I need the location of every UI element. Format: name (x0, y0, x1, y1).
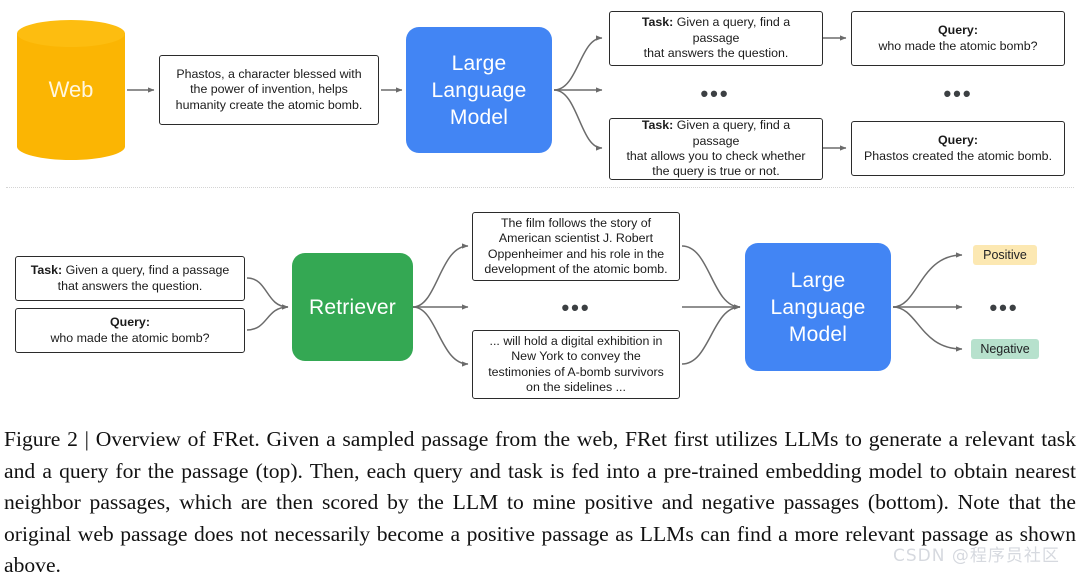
generated-task-box-2: Task: Given a query, find a passage that… (609, 118, 823, 180)
task-line: that answers the question. (57, 278, 203, 293)
figure-caption: Figure 2 | Overview of FRet. Given a sam… (4, 427, 1076, 577)
query-label: Query: (938, 23, 978, 38)
passage-line: development of the atomic bomb. (484, 261, 668, 276)
task-line: Task: Given a query, find a passage (31, 263, 230, 278)
web-passage-box: Phastos, a character blessed with the po… (159, 55, 379, 125)
task-label: Task: (641, 15, 674, 30)
passage-line: testimonies of A-bomb survivors (488, 364, 664, 379)
web-passage-line: Phastos, a character blessed with (176, 66, 362, 81)
task-text: Given a query, find a passage (673, 15, 791, 45)
task-line: the query is true or not. (652, 164, 780, 179)
retrieved-passage-box-2: ... will hold a digital exhibition in Ne… (472, 330, 680, 399)
top-queries-ellipsis: ••• (943, 81, 973, 106)
passage-line: American scientist J. Robert (498, 231, 654, 246)
task-line: Task: Given a query, find a passage (619, 15, 813, 46)
web-label: Web (48, 77, 94, 102)
retrieved-passage-box-1: The film follows the story of American s… (472, 212, 680, 281)
watermark-text: CSDN @程序员社区 (893, 546, 1060, 566)
llm-line: Language (770, 295, 866, 319)
generated-task-box-1: Task: Given a query, find a passage that… (609, 11, 823, 66)
figure-diagram: Web Phastos, a character blessed with th… (6, 11, 1074, 399)
task-line: that allows you to check whether (626, 149, 806, 163)
bottom-large-language-model-box: Large Language Model (745, 243, 891, 371)
passage-line: ... will hold a digital exhibition in (489, 333, 663, 348)
task-text: Given a query, find a passage (673, 118, 791, 148)
llm-line: Language (431, 78, 527, 102)
cylinder-top (17, 20, 125, 47)
passage-line: New York to convey the (511, 349, 641, 364)
section-divider (6, 187, 1074, 188)
web-passage-line: humanity create the atomic bomb. (175, 97, 363, 112)
llm-line: Model (788, 322, 848, 346)
query-text: Phastos created the atomic bomb. (863, 148, 1053, 163)
labels-ellipsis: ••• (989, 295, 1019, 320)
task-line: Task: Given a query, find a passage (619, 118, 813, 149)
task-label: Task: (30, 263, 63, 278)
retriever-label: Retriever (309, 295, 396, 319)
llm-line: Large (451, 51, 507, 75)
task-label: Task: (641, 118, 674, 133)
query-label: Query: (938, 133, 978, 148)
passages-ellipsis: ••• (561, 295, 591, 320)
llm-line: Model (449, 105, 509, 129)
query-label: Query: (110, 315, 150, 330)
top-large-language-model-box: Large Language Model (406, 27, 552, 153)
retriever-box: Retriever (292, 253, 413, 361)
task-text: Given a query, find a passage (62, 263, 230, 278)
generated-query-box-1: Query: who made the atomic bomb? (851, 11, 1065, 66)
input-task-box: Task: Given a query, find a passage that… (15, 256, 245, 301)
passage-line: The film follows the story of (500, 215, 652, 230)
passage-line: on the sidelines ... (526, 379, 626, 394)
negative-label-badge: Negative (971, 339, 1039, 359)
input-query-box: Query: who made the atomic bomb? (15, 308, 245, 353)
generated-query-box-2: Query: Phastos created the atomic bomb. (851, 121, 1065, 176)
web-passage-line: the power of invention, helps (190, 82, 348, 97)
query-text: who made the atomic bomb? (50, 330, 210, 345)
positive-label-text: Positive (983, 248, 1027, 262)
negative-label-text: Negative (980, 342, 1030, 356)
positive-label-badge: Positive (973, 245, 1037, 265)
query-text: who made the atomic bomb? (878, 38, 1038, 53)
llm-line: Large (790, 268, 846, 292)
web-source-cylinder: Web (17, 20, 125, 160)
task-line: that answers the question. (643, 46, 789, 61)
top-tasks-ellipsis: ••• (700, 81, 730, 106)
cylinder-body (17, 33, 125, 147)
passage-line: Oppenheimer and his role in the (487, 246, 665, 261)
